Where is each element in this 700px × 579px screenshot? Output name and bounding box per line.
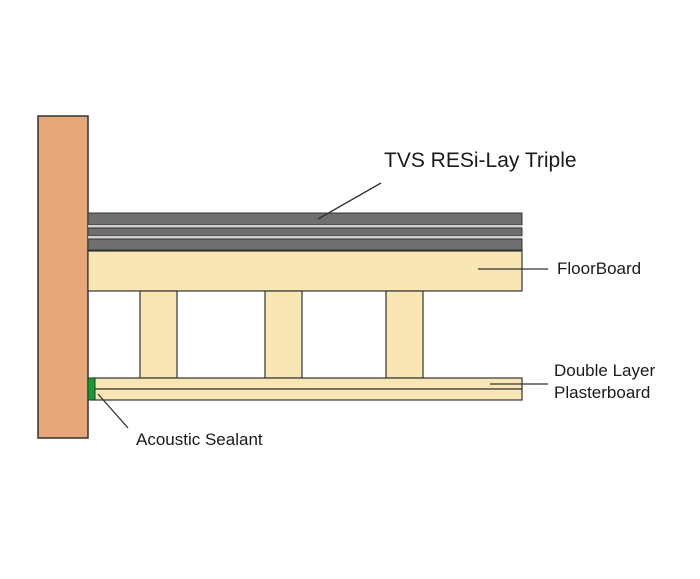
underlay-label: TVS RESi-Lay Triple [384,149,577,172]
wall [37,115,89,439]
joist-1 [139,290,178,379]
plasterboard-label-line-2: Plasterboard [554,383,651,402]
acoustic-sealant-label: Acoustic Sealant [136,430,263,449]
underlay-layer-2 [87,227,523,237]
floorboard-label: FloorBoard [557,259,642,278]
plasterboard-label: Double Layer Plasterboard [554,360,655,404]
acoustic-sealant [87,377,96,401]
floorboard [87,250,523,292]
joist-3 [385,290,424,379]
plasterboard-layer-1 [91,377,523,390]
underlay-gap-1 [88,225,522,228]
underlay-layer-3 [87,238,523,251]
underlay-gap-2 [88,236,522,239]
underlay-leader-line [317,182,382,220]
plasterboard-label-line-1: Double Layer [554,361,656,380]
joist-2 [264,290,303,379]
sealant-leader-line [97,393,129,429]
underlay-layer-1 [87,212,523,226]
plasterboard-layer-2 [91,388,523,401]
underlay-layers [87,212,523,251]
